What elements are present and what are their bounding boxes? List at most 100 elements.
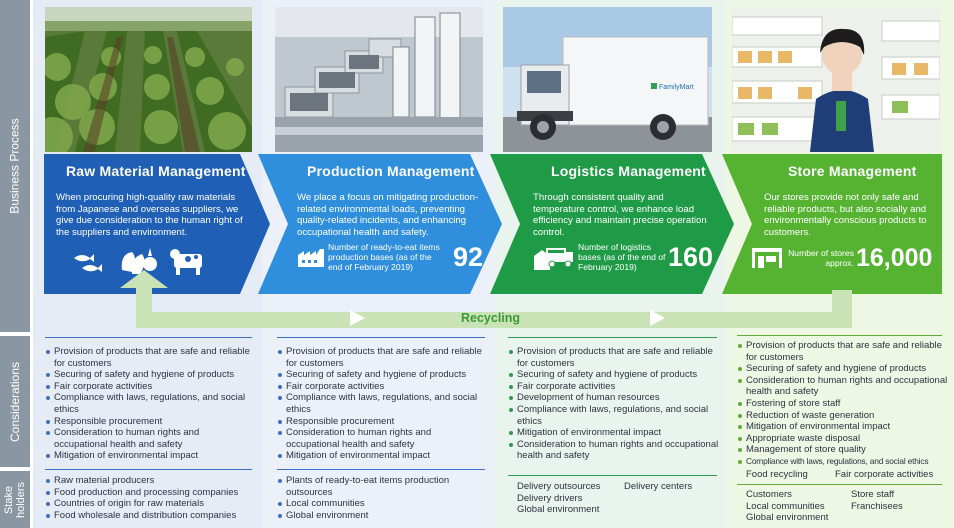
list-item: Consideration to human rights and occupa… [277, 427, 487, 450]
list-item: Development of human resources [508, 392, 720, 404]
list-item: Delivery centers [624, 481, 693, 492]
list-item: Management of store quality [737, 444, 953, 456]
considerations-store-extra-right: Fair corporate activities [826, 469, 954, 481]
list-item: Securing of safety and hygiene of produc… [45, 369, 255, 381]
stage-logistics: Logistics Management Through consistent … [490, 154, 734, 294]
list-item: Responsible procurement [45, 416, 255, 428]
list-item: Global environment [277, 510, 487, 522]
divider [277, 337, 485, 338]
list-item: Raw material producers [45, 475, 255, 487]
stat-value: 92 [453, 242, 484, 272]
list-item: Food production and processing companies [45, 487, 255, 499]
list-item: Food wholesale and distribution companie… [45, 510, 255, 522]
list-item: Provision of products that are safe and … [45, 346, 255, 369]
list-item: Compliance with laws, regulations, and s… [45, 392, 255, 415]
fish-icon [74, 254, 102, 272]
stage-description: Our stores provide not only safe and rel… [764, 192, 927, 238]
considerations-store: Provision of products that are safe and … [737, 340, 953, 468]
list-item: Securing of safety and hygiene of produc… [508, 369, 720, 381]
vegetable-icon [121, 248, 157, 274]
list-item: Fair corporate activities [508, 381, 720, 393]
stage-production: Production Management We place a focus o… [258, 154, 502, 294]
list-item: Fostering of store staff [737, 398, 953, 410]
list-item: Local communities [277, 498, 487, 510]
list-item: Securing of safety and hygiene of produc… [277, 369, 487, 381]
stakeholders-logistics-left: Delivery outsources Delivery drivers Glo… [508, 481, 618, 516]
divider [45, 469, 252, 470]
divider [737, 484, 942, 485]
stat-caption: Number of stores approx. [788, 248, 854, 268]
list-item: Provision of products that are safe and … [277, 346, 487, 369]
stage-store: Store Management Our stores provide not … [722, 154, 942, 294]
cow-icon [170, 249, 202, 275]
stat-value: 160 [668, 242, 714, 272]
truck-depot-icon [534, 248, 573, 270]
list-item: Compliance with laws, regulations, and s… [737, 456, 953, 468]
list-item: Mitigation of environmental impact [737, 421, 953, 433]
side-label-business-process: Business Process [0, 0, 30, 332]
side-label-stakeholders: Stake holders [0, 471, 30, 528]
list-item: Reduction of waste generation [737, 410, 953, 422]
list-item: Local communities [746, 500, 825, 512]
list-item: Global environment [517, 504, 600, 516]
truck-brand-label: FamilyMart [659, 84, 694, 91]
stat-caption: Number of logistics bases (as of the end… [578, 242, 666, 272]
stakeholders-store-left: Customers Local communities Global envir… [737, 489, 842, 524]
stage-title: Logistics Management [551, 163, 706, 179]
divider [508, 475, 717, 476]
stakeholders-store-right: Store staff Franchisees [842, 489, 947, 512]
photo-production-line [275, 7, 483, 152]
stakeholders-logistics-right: Delivery centers [615, 481, 720, 493]
divider [737, 335, 942, 336]
considerations-raw: Provision of products that are safe and … [45, 346, 255, 462]
list-item: Consideration to human rights and occupa… [508, 439, 720, 462]
stat-value: 16,000 [856, 244, 933, 272]
list-item: Responsible procurement [277, 416, 487, 428]
list-item: Consideration to human rights and occupa… [45, 427, 255, 450]
divider [277, 469, 485, 470]
list-item: Food recycling [746, 469, 808, 480]
list-item: Franchisees [851, 500, 903, 512]
list-item: Provision of products that are safe and … [508, 346, 720, 369]
photo-soybean-field [45, 7, 252, 152]
photo-delivery-truck: FamilyMart [503, 7, 712, 152]
stat-caption: Number of ready-to-eat items production … [328, 242, 440, 272]
list-item: Compliance with laws, regulations, and s… [277, 392, 487, 415]
list-item: Securing of safety and hygiene of produc… [737, 363, 953, 375]
considerations-store-extra-left: Food recycling [737, 469, 832, 481]
list-item: Provision of products that are safe and … [737, 340, 953, 363]
list-item: Fair corporate activities [835, 469, 934, 480]
considerations-logistics: Provision of products that are safe and … [508, 346, 720, 462]
list-item: Plants of ready-to-eat items production … [277, 475, 487, 498]
list-item: Countries of origin for raw materials [45, 498, 255, 510]
divider [508, 337, 717, 338]
stakeholders-production: Plants of ready-to-eat items production … [277, 475, 487, 521]
stage-raw-material: Raw Material Management When procuring h… [44, 154, 270, 294]
list-item: Mitigation of environmental impact [277, 450, 487, 462]
stakeholders-raw: Raw material producers Food production a… [45, 475, 255, 521]
divider [45, 337, 252, 338]
stage-description: Through consistent quality and temperatu… [533, 192, 707, 238]
side-label-considerations: Considerations [0, 336, 30, 467]
stage-title: Store Management [788, 163, 917, 179]
stage-title: Raw Material Management [66, 163, 246, 179]
list-item: Delivery outsources [517, 481, 601, 492]
list-item: Store staff [851, 489, 895, 500]
recycling-label: Recycling [461, 311, 521, 325]
store-icon [752, 248, 782, 268]
list-item: Fair corporate activities [277, 381, 487, 393]
list-item: Delivery drivers [517, 492, 583, 504]
stage-description: When procuring high-quality raw material… [56, 192, 243, 238]
list-item: Global environment [746, 512, 829, 524]
factory-icon [298, 249, 324, 267]
list-item: Mitigation of environmental impact [45, 450, 255, 462]
list-item: Fair corporate activities [45, 381, 255, 393]
photo-store-staff [732, 7, 940, 152]
list-item: Mitigation of environmental impact [508, 427, 720, 439]
list-item: Consideration to human rights and occupa… [737, 375, 953, 398]
stage-title: Production Management [307, 163, 475, 179]
list-item: Customers [746, 489, 792, 500]
stage-description: We place a focus on mitigating productio… [297, 192, 479, 238]
list-item: Appropriate waste disposal [737, 433, 953, 445]
considerations-production: Provision of products that are safe and … [277, 346, 487, 462]
